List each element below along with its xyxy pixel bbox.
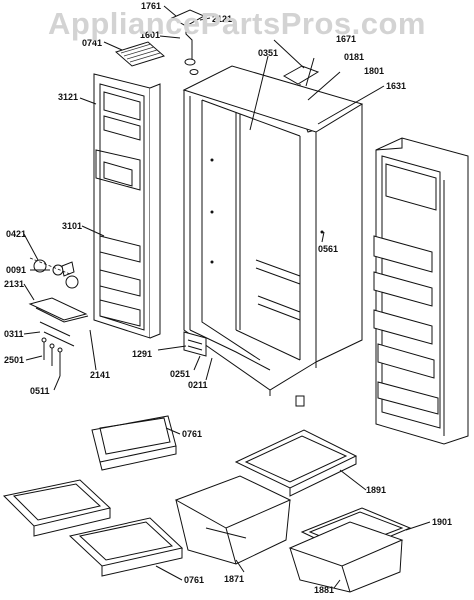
label-0251: 0251 [170, 369, 190, 379]
label-0351: 0351 [258, 48, 278, 58]
label-1901: 1901 [432, 517, 452, 527]
label-0421: 0421 [6, 229, 26, 239]
label-1881: 1881 [314, 585, 334, 595]
shelf-0761-bottom [68, 517, 184, 577]
label-1761: 1761 [141, 1, 161, 11]
label-1291: 1291 [132, 349, 152, 359]
label-1871: 1871 [224, 574, 244, 584]
label-0761-bottom: 0761 [184, 575, 204, 585]
crisper-drawer-1881 [288, 521, 404, 593]
label-0181: 0181 [344, 52, 364, 62]
label-1671: 1671 [336, 34, 356, 44]
crisper-drawer-1871 [174, 475, 292, 565]
top-hinge-left [170, 9, 206, 75]
freezer-door [93, 73, 161, 339]
label-3101: 3101 [62, 221, 82, 231]
label-2121: 2121 [212, 14, 232, 24]
label-1631: 1631 [386, 81, 406, 91]
dispenser-parts [29, 257, 79, 289]
label-0311: 0311 [4, 329, 24, 339]
label-0211: 0211 [188, 380, 208, 390]
label-2501: 2501 [4, 355, 24, 365]
leader-lines [23, 5, 431, 589]
shelf-0761-top [91, 415, 177, 471]
bracket-2131 [28, 297, 89, 347]
label-1601: 1601 [140, 30, 160, 40]
vent-grille [114, 41, 166, 67]
part-labels: 1761 2121 0741 1601 1671 0181 1801 0351 … [4, 1, 452, 595]
label-0091: 0091 [6, 265, 26, 275]
label-0761-top: 0761 [182, 429, 202, 439]
cabinet [182, 65, 364, 407]
screws [41, 337, 63, 376]
label-3121: 3121 [58, 92, 78, 102]
shelf-left-bottom [2, 479, 112, 537]
label-0741: 0741 [82, 38, 102, 48]
label-1801: 1801 [364, 66, 384, 76]
label-2141: 2141 [90, 370, 110, 380]
crisper-cover-1891 [234, 429, 358, 497]
label-1891: 1891 [366, 485, 386, 495]
label-0561: 0561 [318, 244, 338, 254]
label-2131: 2131 [4, 279, 24, 289]
fresh-food-door [373, 137, 469, 445]
label-0511: 0511 [30, 386, 50, 396]
